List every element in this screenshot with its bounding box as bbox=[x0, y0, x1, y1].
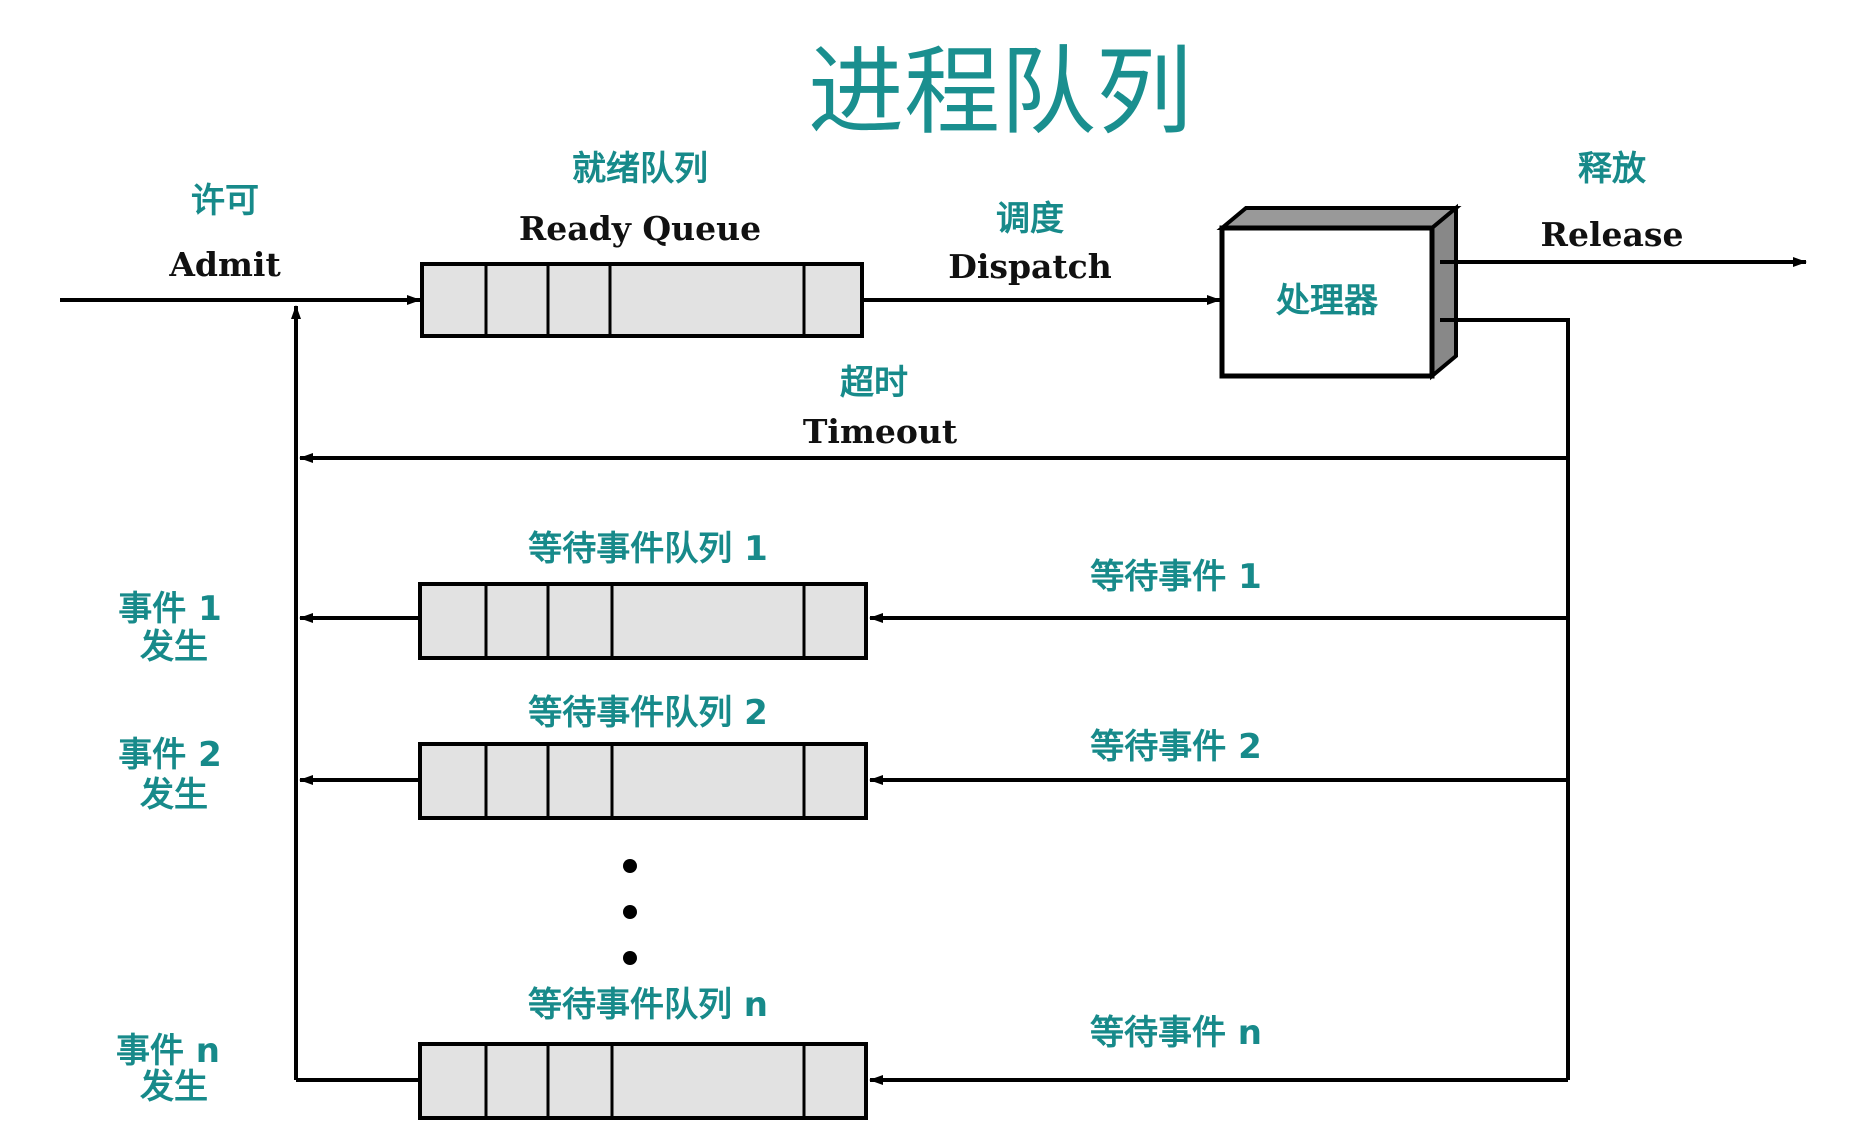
processor-box bbox=[1216, 203, 1462, 381]
ellipsis-dot bbox=[623, 951, 637, 965]
ready-queue-label-cn: 就绪队列 bbox=[572, 149, 708, 189]
timeout-label-en: Timeout bbox=[803, 412, 958, 451]
admit-label-cn: 许可 bbox=[191, 181, 259, 221]
release-label-cn: 释放 bbox=[1578, 149, 1646, 189]
wait-event-n-label: 等待事件 n bbox=[1090, 1013, 1262, 1053]
dispatch-label-en: Dispatch bbox=[948, 247, 1112, 286]
event-2-occur-line1: 事件 2 bbox=[118, 735, 222, 775]
wait-event-2-label: 等待事件 2 bbox=[1090, 727, 1262, 767]
event-queue-2-label: 等待事件队列 2 bbox=[528, 693, 768, 733]
event-2-occur-line2: 发生 bbox=[140, 775, 208, 815]
diagram-title: 进程队列 bbox=[808, 36, 1192, 148]
ellipsis-dot bbox=[623, 905, 637, 919]
event-n-occur-line2: 发生 bbox=[140, 1067, 208, 1107]
ready-queue-label-en: Ready Queue bbox=[519, 209, 761, 248]
event-queue-2 bbox=[418, 742, 868, 820]
admit-label-en: Admit bbox=[168, 245, 281, 284]
wait-event-1-label: 等待事件 1 bbox=[1090, 557, 1262, 597]
ellipsis-dot bbox=[623, 859, 637, 873]
processor-label: 处理器 bbox=[1275, 281, 1379, 321]
event-queue-1 bbox=[418, 582, 868, 660]
event-queue-n bbox=[418, 1042, 868, 1120]
processor-output-line bbox=[1440, 318, 1570, 1080]
timeout-label-cn: 超时 bbox=[840, 363, 908, 403]
event-1-occur-line2: 发生 bbox=[140, 627, 208, 667]
event-queue-1-label: 等待事件队列 1 bbox=[528, 529, 768, 569]
ready-queue bbox=[420, 262, 864, 338]
release-label-en: Release bbox=[1541, 215, 1684, 254]
event-queue-n-label: 等待事件队列 n bbox=[528, 985, 768, 1025]
event-1-occur-line1: 事件 1 bbox=[118, 589, 222, 629]
event-n-occur-line1: 事件 n bbox=[116, 1031, 220, 1071]
dispatch-label-cn: 调度 bbox=[996, 199, 1064, 239]
